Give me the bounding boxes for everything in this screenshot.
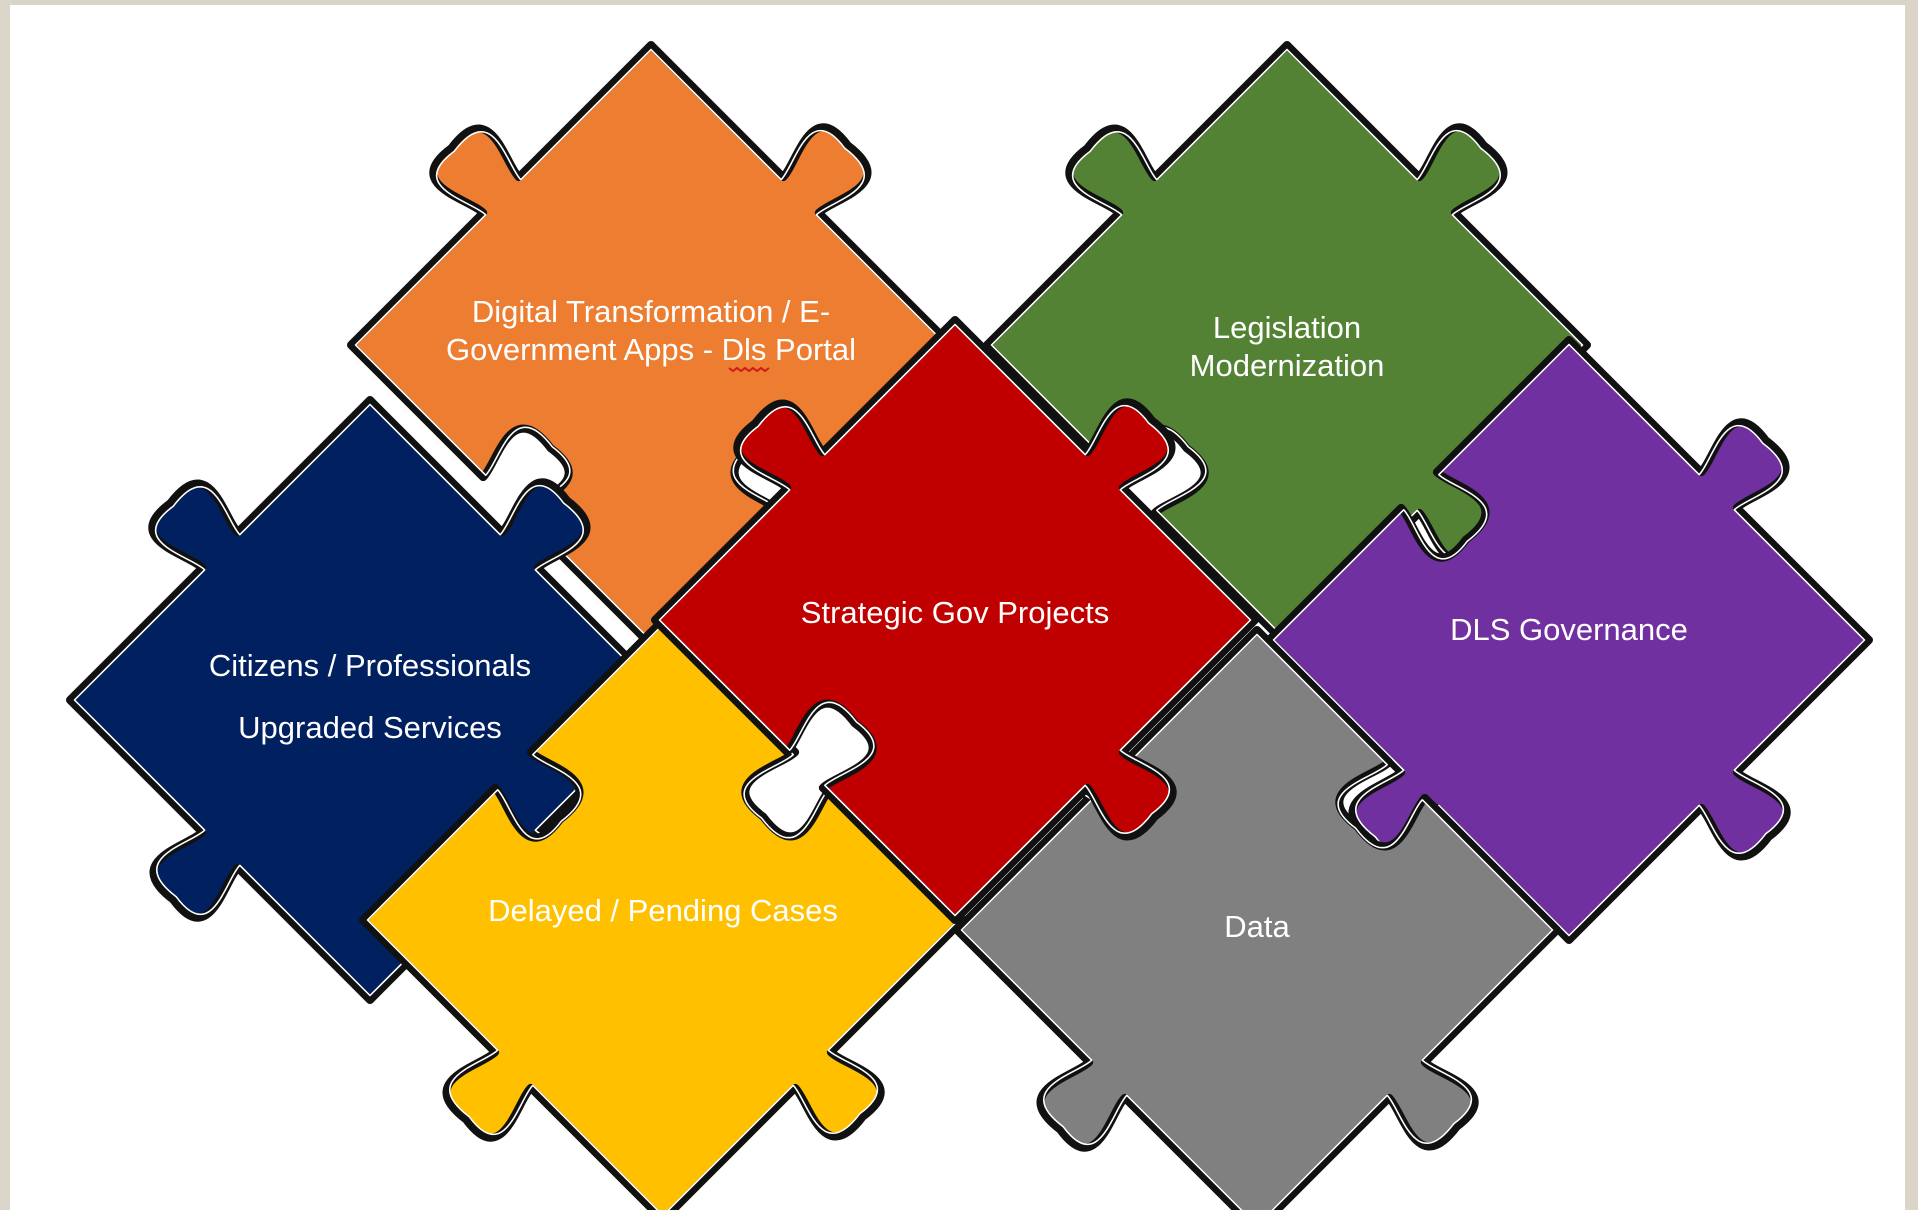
label-strategic-gov-projects: Strategic Gov Projects [801, 595, 1109, 630]
label-data: Data [1224, 909, 1290, 944]
puzzle-piece-highlight-delayed [366, 623, 960, 1210]
label-legislation: Legislation [1213, 310, 1361, 345]
spellcheck-underline [728, 366, 770, 373]
labels-layer: Digital Transformation / E- Government A… [209, 294, 1688, 944]
label-legislation-line2: Modernization [1190, 348, 1385, 383]
label-citizens: Citizens / Professionals [209, 648, 531, 683]
puzzle-piece-strategic [651, 316, 1259, 924]
pieces-layer [66, 41, 1873, 1210]
page-left-border [0, 0, 10, 1210]
label-citizens-line2: Upgraded Services [238, 710, 502, 745]
label-digital-transformation-line2: Government Apps - Dls Portal [446, 332, 856, 367]
puzzle-piece-highlight-governance [1272, 343, 1866, 937]
page-right-border [1905, 0, 1918, 1210]
label-delayed-pending-cases: Delayed / Pending Cases [488, 893, 838, 928]
page-top-border [0, 0, 1918, 5]
puzzle-piece-highlight-citizens [73, 403, 667, 997]
label-dls-governance: DLS Governance [1450, 612, 1688, 647]
puzzle-piece-highlight-strategic [658, 323, 1252, 917]
label-digital-transformation: Digital Transformation / E- [472, 294, 830, 329]
